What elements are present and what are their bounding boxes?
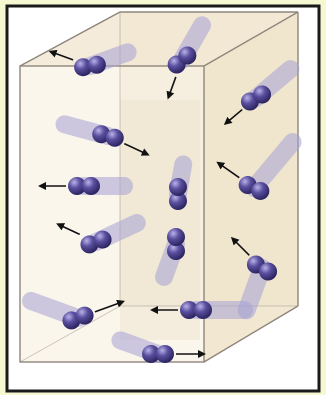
atom [169,178,187,196]
atom [94,231,112,249]
atom [178,47,196,65]
atom [88,56,106,74]
atom [194,301,212,319]
atom [82,177,100,195]
atom [251,182,269,200]
atom [156,345,174,363]
atom [167,228,185,246]
atom [76,307,94,325]
atom [259,263,277,281]
atom [253,86,271,104]
atom [106,129,124,147]
